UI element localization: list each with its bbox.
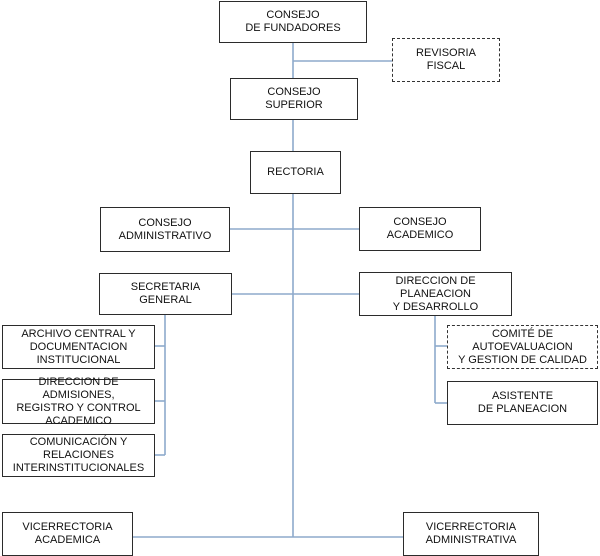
comunicacion-box: COMUNICACIÓN Y RELACIONES INTERINSTITUCI…	[2, 434, 155, 477]
direccion-planeacion-box: DIRECCION DE PLANEACION Y DESARROLLO	[359, 272, 512, 316]
vicerrectoria-administrativa-box: VICERRECTORIA ADMINISTRATIVA	[403, 512, 539, 556]
revisoria-fiscal-box: REVISORIA FISCAL	[392, 38, 500, 82]
vicerrectoria-academica-box: VICERRECTORIA ACADEMICA	[2, 512, 133, 556]
asistente-planeacion-box: ASISTENTE DE PLANEACION	[447, 381, 598, 425]
comite-autoevaluacion-box: COMITÉ DE AUTOEVALUACION Y GESTION DE CA…	[447, 325, 598, 369]
rectoria-box: RECTORIA	[250, 151, 341, 194]
consejo-fundadores-box: CONSEJO DE FUNDADORES	[219, 1, 367, 43]
consejo-superior-box: CONSEJO SUPERIOR	[230, 78, 358, 120]
consejo-administrativo-box: CONSEJO ADMINISTRATIVO	[100, 207, 230, 252]
secretaria-general-box: SECRETARIA GENERAL	[99, 273, 232, 315]
consejo-academico-box: CONSEJO ACADEMICO	[359, 207, 481, 251]
archivo-central-box: ARCHIVO CENTRAL Y DOCUMENTACION INSTITUC…	[2, 325, 155, 369]
direccion-admisiones-box: DIRECCION DE ADMISIONES, REGISTRO Y CONT…	[2, 376, 155, 427]
